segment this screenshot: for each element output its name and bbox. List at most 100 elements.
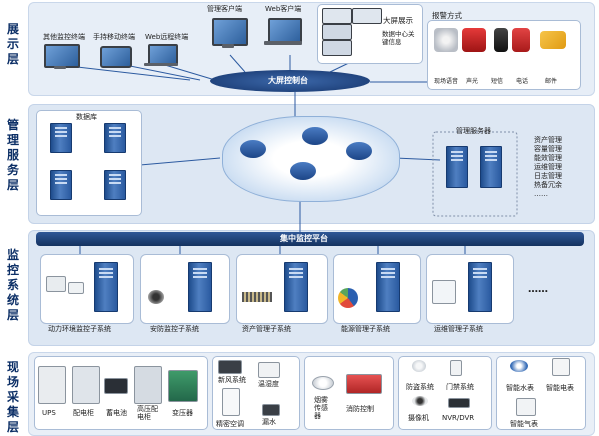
security-device-label-2: 摄像机	[408, 414, 429, 422]
web-client-label: Web客户端	[265, 5, 302, 13]
power-env-device-icon	[46, 276, 66, 292]
central-monitoring-platform-label: 集中监控平台	[280, 234, 328, 243]
alarm-method-label-4: 邮件	[545, 78, 558, 85]
electric-meter-icon	[552, 358, 570, 376]
mgmt-server-icon	[446, 146, 468, 188]
mgmt-function-1: 容量管理	[534, 145, 562, 153]
power-device-label-4: 变压器	[172, 409, 193, 417]
monitor-layer-label: 监控系统层	[6, 248, 19, 322]
subsystem-box-asset	[236, 254, 328, 324]
security-device-label-3: NVR/DVR	[442, 414, 475, 422]
meter-label-2: 智能气表	[510, 420, 538, 428]
big-screen-panel-icon	[322, 8, 352, 24]
central-monitoring-platform-bar	[36, 232, 584, 246]
fire-control-icon	[346, 374, 382, 394]
laptop-base-icon	[144, 63, 178, 66]
dome-camera-icon	[148, 290, 164, 304]
smoke-sensor-icon	[312, 376, 334, 390]
water-leak-icon	[262, 404, 280, 416]
transformer-icon	[168, 370, 198, 402]
big-screen-panel-icon	[352, 8, 382, 24]
terminal-label-1: 手持移动终端	[93, 33, 135, 41]
subsystem-label-0: 动力环境监控子系统	[48, 325, 111, 333]
database-server-icon	[104, 170, 126, 200]
mgmt-server-icon	[480, 146, 502, 188]
env-device-label-1: 温湿度	[258, 380, 279, 388]
telephone-icon	[512, 28, 530, 52]
database-server-icon	[50, 123, 72, 153]
temp-humidity-icon	[258, 362, 280, 378]
camera-icon	[412, 396, 428, 406]
web-client-base-icon	[264, 41, 302, 45]
security-device-label-0: 防盗系统	[406, 383, 434, 391]
energy-pie-icon	[338, 288, 358, 308]
mail-icon	[540, 31, 566, 49]
nvr-icon	[448, 398, 470, 408]
hv-cabinet-icon	[134, 366, 162, 404]
mgmt-function-0: 资产管理	[534, 136, 562, 144]
monitor-stand-icon	[54, 66, 66, 69]
access-control-icon	[450, 360, 462, 376]
database-label: 数据库	[76, 113, 97, 121]
power-device-label-2: 蓄电池	[106, 409, 127, 417]
subsystem-label-1: 安防监控子系统	[150, 325, 199, 333]
database-server-icon	[50, 170, 72, 200]
energy-server-icon	[376, 262, 400, 312]
anti-theft-icon	[412, 360, 426, 372]
alarm-method-label-0: 现场语音	[434, 78, 459, 85]
gas-meter-icon	[516, 398, 536, 416]
router-icon	[302, 127, 328, 145]
mgmt-function-4: 日志管理	[534, 172, 562, 180]
ops-document-icon	[432, 280, 456, 304]
alarm-method-label-3: 电话	[516, 78, 529, 85]
security-server-icon	[188, 262, 212, 312]
env-device-label-0: 新风系统	[218, 376, 246, 384]
battery-icon	[104, 378, 128, 394]
big-screen-panel-icon	[322, 24, 352, 40]
router-icon	[240, 140, 266, 158]
field-layer-label: 现场采集层	[6, 360, 19, 434]
tablet-terminal-icon	[100, 46, 132, 68]
management-client-stand-icon	[222, 44, 234, 48]
big-screen-display-label: 大屏展示	[383, 16, 413, 25]
monitor-terminal-icon	[44, 44, 80, 68]
database-server-icon	[104, 123, 126, 153]
meter-label-1: 智能电表	[546, 384, 574, 392]
mgmt-function-5: 热备冗余	[534, 181, 562, 189]
router-icon	[290, 162, 316, 180]
mgmt-function-3: 运维管理	[534, 163, 562, 171]
fresh-air-icon	[218, 360, 242, 374]
subsystem-label-2: 资产管理子系统	[242, 325, 291, 333]
ups-icon	[38, 366, 66, 404]
power-device-label-0: UPS	[42, 409, 56, 417]
management-client-label: 管理客户端	[207, 5, 242, 13]
display-layer-label: 展示层	[6, 22, 19, 66]
terminal-label-2: Web远程终端	[145, 33, 189, 41]
big-screen-panel-icon	[322, 40, 352, 56]
power-env-server-icon	[94, 262, 118, 312]
mgmt-function-2: 能效管理	[534, 154, 562, 162]
management-client-icon	[212, 18, 248, 46]
subsystem-label-4: 运维管理子系统	[434, 325, 483, 333]
big-screen-caption: 数据中心关键信息	[382, 30, 415, 46]
alarm-methods-title: 报警方式	[432, 11, 462, 20]
mgmt-server-label: 管理服务器	[456, 127, 491, 135]
ops-server-icon	[468, 262, 492, 312]
subsystem-ellipsis: ……	[528, 284, 548, 295]
big-screen-console-label: 大屏控制台	[268, 76, 308, 85]
meter-label-0: 智能水表	[506, 384, 534, 392]
distribution-cabinet-icon	[72, 366, 100, 404]
asset-rack-icon	[242, 292, 272, 302]
siren-icon	[462, 28, 486, 52]
router-icon	[346, 142, 372, 160]
asset-server-icon	[284, 262, 308, 312]
fire-device-label-0: 烟雾传感器	[314, 396, 328, 420]
power-device-label-3: 高压配电柜	[137, 405, 158, 421]
power-env-device-icon	[68, 282, 84, 294]
precision-ac-icon	[222, 388, 240, 416]
env-device-label-3: 漏水	[262, 418, 276, 426]
water-meter-icon	[510, 360, 528, 372]
alarm-method-label-2: 短信	[491, 78, 504, 85]
mgmt-function-6: ……	[534, 190, 548, 198]
management-layer-label: 管理服务层	[6, 118, 19, 192]
